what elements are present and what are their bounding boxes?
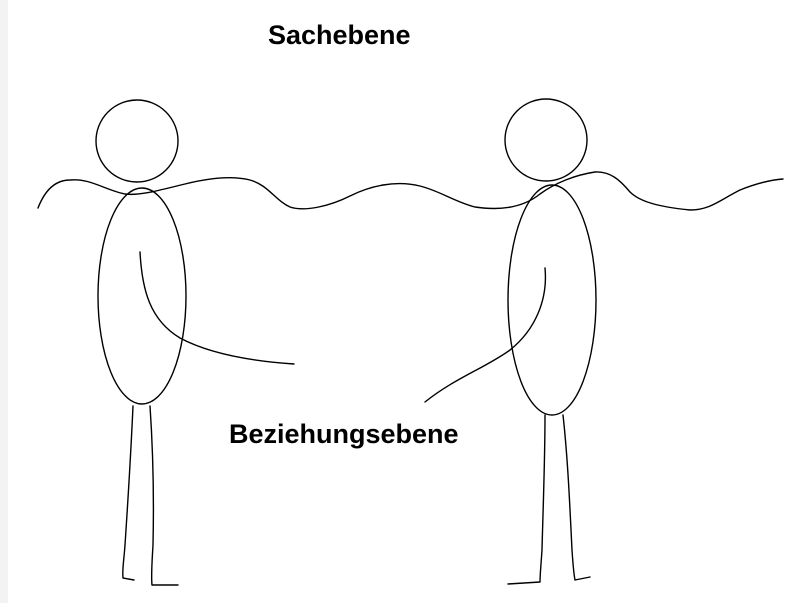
left-person-figure (96, 100, 294, 585)
sachebene-wave-line (38, 172, 783, 210)
left-person-leg-left (123, 406, 134, 580)
sachebene-label: Sachebene (268, 20, 411, 51)
right-person-figure (425, 99, 596, 584)
right-person-arm (425, 268, 545, 402)
left-person-head (96, 100, 178, 182)
right-person-leg-left (508, 415, 545, 584)
right-person-leg-right (563, 415, 590, 580)
right-person-body (508, 185, 596, 415)
left-person-leg-right (150, 406, 178, 585)
beziehungsebene-label: Beziehungsebene (229, 419, 459, 450)
right-person-head (505, 99, 587, 181)
left-person-arm (140, 252, 294, 364)
left-person-body (98, 188, 186, 404)
